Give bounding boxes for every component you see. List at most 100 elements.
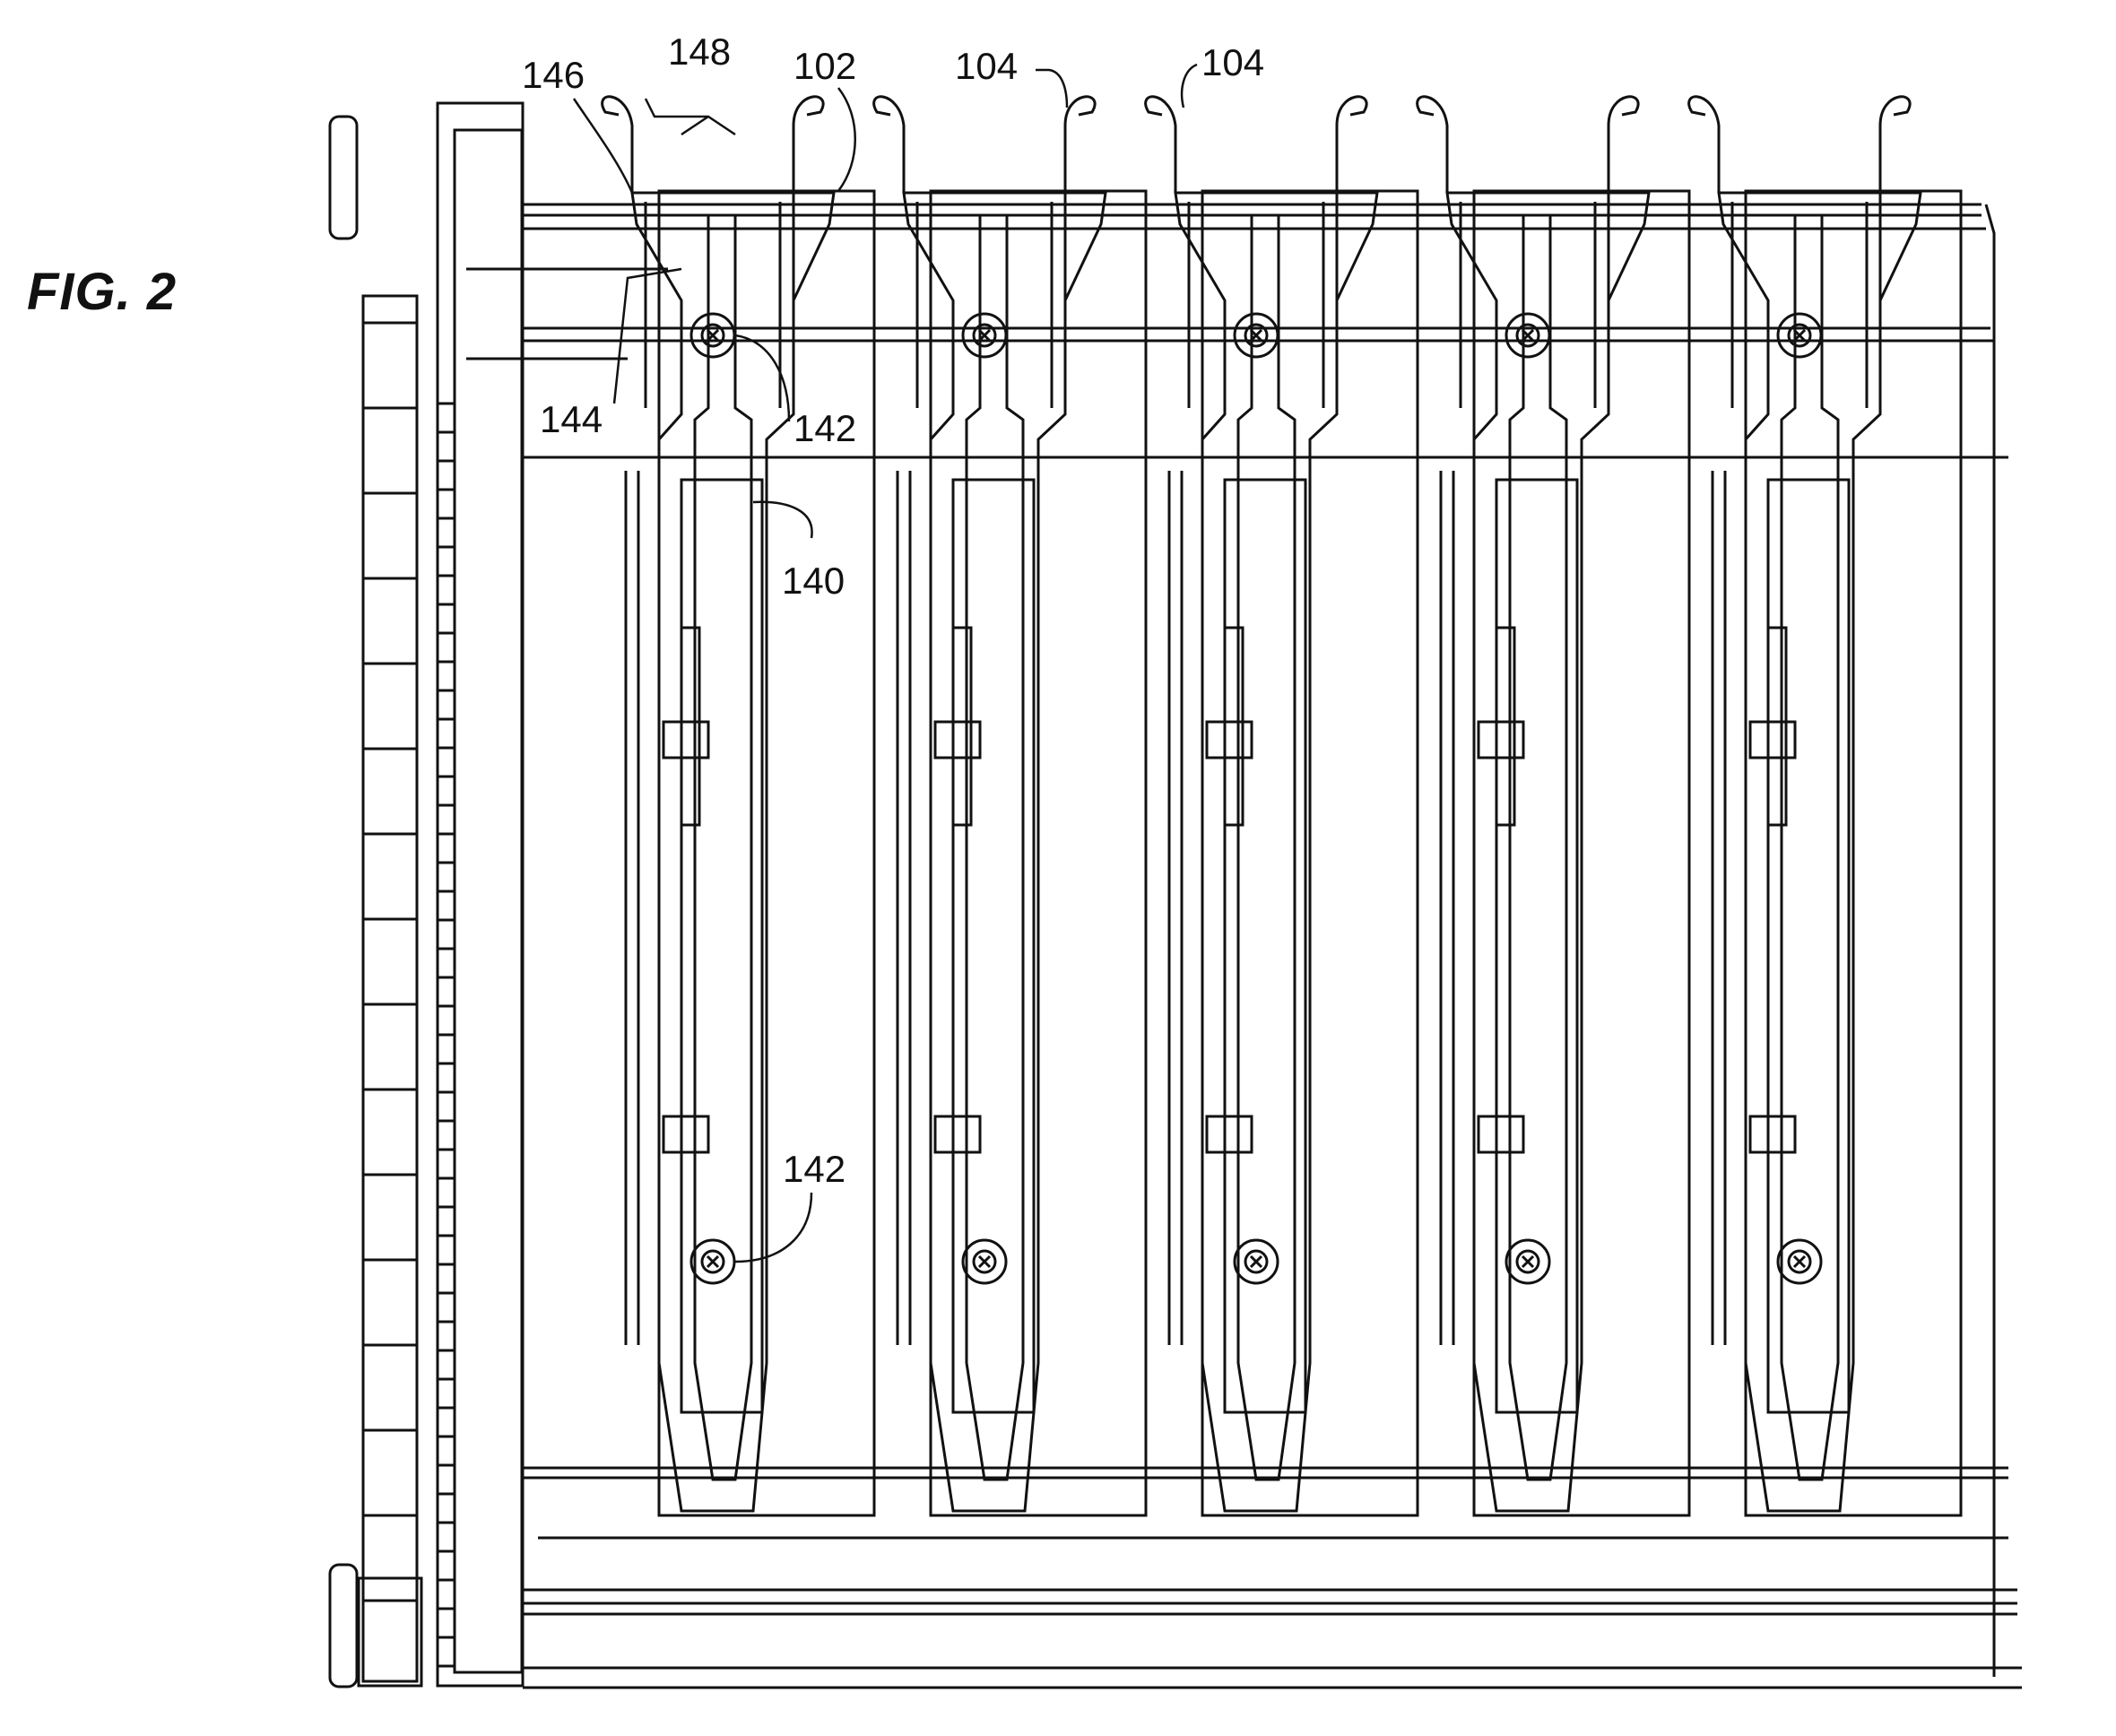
screw-ring bbox=[961, 1238, 1008, 1285]
screw-head bbox=[972, 1249, 997, 1274]
leader-line bbox=[1036, 68, 1069, 108]
label-148: 148 bbox=[668, 30, 731, 73]
clip-arm-left bbox=[1687, 95, 1721, 193]
latch-notch bbox=[1748, 720, 1797, 760]
chassis-frame bbox=[328, 101, 2022, 1689]
label-144: 144 bbox=[540, 398, 603, 440]
module bbox=[601, 95, 876, 1517]
screw-head bbox=[1515, 323, 1540, 348]
screw-cross bbox=[1249, 328, 1263, 343]
screw-head bbox=[700, 1249, 725, 1274]
module bbox=[1144, 95, 1419, 1517]
latch-notch bbox=[1477, 1115, 1525, 1154]
clip-arm-right bbox=[1335, 95, 1368, 414]
screw-ring bbox=[1233, 312, 1279, 359]
carrier-inner bbox=[1505, 213, 1582, 1481]
left-panel-strip bbox=[361, 294, 419, 1683]
carrier-body bbox=[902, 191, 1107, 1513]
figure-title: FIG. 2 bbox=[27, 263, 178, 321]
card-tab bbox=[1766, 626, 1788, 827]
leader-line bbox=[572, 98, 634, 194]
latch-notch bbox=[933, 1115, 982, 1154]
leader-line bbox=[837, 87, 856, 192]
card-edge bbox=[1223, 478, 1307, 1414]
screw-ring bbox=[689, 312, 736, 359]
leader-line bbox=[612, 267, 682, 404]
card-edge bbox=[951, 478, 1036, 1414]
module bbox=[1687, 95, 1963, 1517]
clip-arm-right bbox=[1607, 95, 1640, 414]
bottom-bumper bbox=[328, 1563, 359, 1688]
carrier-inner bbox=[1777, 213, 1853, 1481]
screw-ring bbox=[1505, 1238, 1551, 1285]
leader-line bbox=[734, 334, 791, 422]
front-panel-inner bbox=[453, 128, 524, 1674]
leader-line bbox=[644, 98, 736, 136]
carrier-inner bbox=[690, 213, 767, 1481]
clip-arm-right bbox=[1878, 95, 1912, 414]
latch-notch bbox=[1205, 720, 1253, 760]
clip-arm-left bbox=[1144, 95, 1177, 193]
screw-cross bbox=[1792, 328, 1807, 343]
screw-cross bbox=[977, 1254, 992, 1269]
carrier-body bbox=[1445, 191, 1651, 1513]
carrier-body bbox=[1174, 191, 1379, 1513]
carrier-body bbox=[630, 191, 836, 1513]
screw-cross bbox=[977, 328, 992, 343]
module bbox=[1416, 95, 1691, 1517]
screw-head bbox=[1787, 1249, 1812, 1274]
carrier-body bbox=[1717, 191, 1922, 1513]
clip-arm-right bbox=[1063, 95, 1097, 414]
clip-arm-left bbox=[1416, 95, 1449, 193]
screw-head bbox=[1244, 323, 1269, 348]
clip-arm-right bbox=[792, 95, 825, 414]
screw-ring bbox=[1776, 312, 1823, 359]
screw-ring bbox=[1233, 1238, 1279, 1285]
latch-notch bbox=[662, 720, 710, 760]
label-102: 102 bbox=[794, 45, 856, 87]
label-142-upper: 142 bbox=[794, 407, 856, 449]
screw-cross bbox=[1249, 1254, 1263, 1269]
leader-line bbox=[681, 115, 709, 136]
screw-cross bbox=[706, 1254, 720, 1269]
screw-head bbox=[1787, 323, 1812, 348]
screw-ring bbox=[1505, 312, 1551, 359]
carrier-inner bbox=[962, 213, 1038, 1481]
latch-notch bbox=[933, 720, 982, 760]
screw-ring bbox=[1776, 1238, 1823, 1285]
front-panel-outer bbox=[436, 101, 525, 1688]
card-tab bbox=[680, 626, 701, 827]
screw-head bbox=[1244, 1249, 1269, 1274]
latch-notch bbox=[1477, 720, 1525, 760]
latch-notch bbox=[662, 1115, 710, 1154]
screw-cross bbox=[706, 328, 720, 343]
screw-head bbox=[1515, 1249, 1540, 1274]
label-104-second: 104 bbox=[1201, 41, 1264, 83]
module-group bbox=[601, 95, 1963, 1517]
screw-head bbox=[700, 323, 725, 348]
label-140: 140 bbox=[782, 560, 845, 602]
screw-ring bbox=[689, 1238, 736, 1285]
carrier-inner bbox=[1234, 213, 1310, 1481]
card-tab bbox=[951, 626, 973, 827]
screw-cross bbox=[1792, 1254, 1807, 1269]
latch-notch bbox=[1205, 1115, 1253, 1154]
screw-ring bbox=[961, 312, 1008, 359]
card-edge bbox=[1766, 478, 1851, 1414]
top-bumper bbox=[328, 115, 359, 240]
label-104-first: 104 bbox=[955, 45, 1018, 87]
clip-arm-left bbox=[601, 95, 634, 193]
screw-head bbox=[972, 323, 997, 348]
torn-edge bbox=[1984, 204, 1996, 1677]
latch-notch bbox=[1748, 1115, 1797, 1154]
leader-line bbox=[1180, 63, 1198, 108]
card-tab bbox=[1223, 626, 1244, 827]
leader-line bbox=[752, 500, 813, 539]
card-edge bbox=[1495, 478, 1579, 1414]
bottom-bumper-block bbox=[357, 1576, 423, 1688]
screw-cross bbox=[1521, 328, 1535, 343]
card-tab bbox=[1495, 626, 1516, 827]
card-edge bbox=[680, 478, 764, 1414]
module bbox=[872, 95, 1148, 1517]
